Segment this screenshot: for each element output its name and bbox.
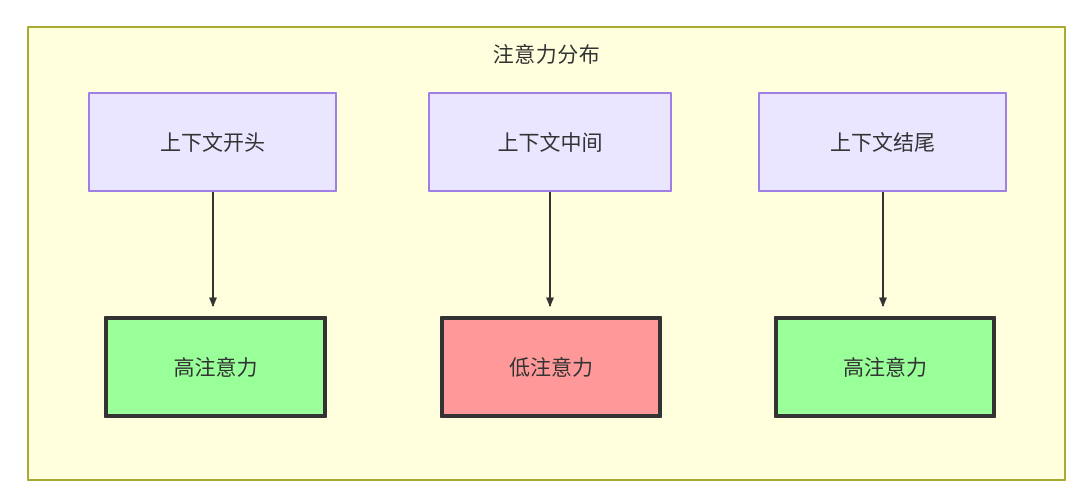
- subgraph-title: 注意力分布: [492, 44, 601, 67]
- node-context-start-label: 上下文开头: [160, 132, 265, 155]
- node-context-middle[interactable]: 上下文中间: [428, 92, 672, 192]
- node-context-start[interactable]: 上下文开头: [88, 92, 337, 192]
- node-low-attention-middle-label: 低注意力: [509, 357, 593, 380]
- node-high-attention-end-label: 高注意力: [843, 357, 927, 380]
- node-low-attention-middle[interactable]: 低注意力: [440, 316, 662, 418]
- node-high-attention-start-label: 高注意力: [173, 357, 258, 380]
- node-context-middle-label: 上下文中间: [497, 132, 603, 155]
- node-context-end-label: 上下文结尾: [830, 132, 935, 155]
- node-context-end[interactable]: 上下文结尾: [758, 92, 1007, 192]
- node-high-attention-end[interactable]: 高注意力: [774, 316, 996, 418]
- node-high-attention-start[interactable]: 高注意力: [104, 316, 327, 418]
